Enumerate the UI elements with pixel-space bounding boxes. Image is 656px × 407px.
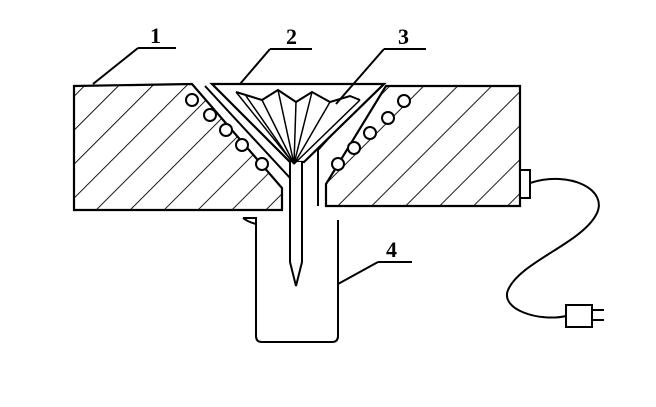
leader-line-3 — [335, 48, 385, 105]
leader-line-2 — [239, 48, 271, 85]
coil-right — [363, 126, 377, 140]
heater-block — [72, 82, 522, 212]
coil-left — [203, 108, 217, 122]
beaker — [242, 217, 339, 343]
coil-right — [347, 141, 361, 155]
coil-right — [381, 111, 395, 125]
leader-line-4 — [337, 261, 379, 285]
coil-left — [235, 138, 249, 152]
leader-line-1 — [92, 47, 139, 85]
coil-right — [331, 157, 345, 171]
callouts: 1 2 3 4 — [92, 23, 426, 285]
coil-left — [219, 123, 233, 137]
funnel-stem — [289, 162, 303, 287]
filter-paper-rim — [235, 88, 361, 104]
filter-fold — [293, 101, 331, 165]
filter-fold — [245, 95, 293, 163]
label-2: 2 — [286, 24, 297, 49]
cord-connector — [519, 169, 531, 199]
filter-fold — [293, 91, 313, 165]
beaker-spout — [242, 217, 257, 225]
filter-fold — [293, 101, 297, 165]
label-3: 3 — [398, 24, 409, 49]
label-4: 4 — [386, 237, 397, 262]
heater-block-left — [72, 82, 284, 212]
coil-right — [397, 94, 411, 108]
heating-coils — [185, 93, 411, 171]
filter-paper — [235, 88, 361, 165]
cord-wire — [505, 178, 600, 319]
plug-body — [565, 304, 593, 328]
label-1: 1 — [150, 23, 161, 48]
filter-fold — [293, 99, 361, 165]
funnel-cone — [209, 82, 387, 164]
beaker-body — [243, 217, 339, 343]
coil-left — [255, 157, 269, 171]
power-cord — [505, 169, 604, 328]
filter-fold — [261, 99, 295, 165]
filter-fold — [277, 89, 295, 165]
coil-left — [185, 93, 199, 107]
funnel — [209, 82, 387, 287]
